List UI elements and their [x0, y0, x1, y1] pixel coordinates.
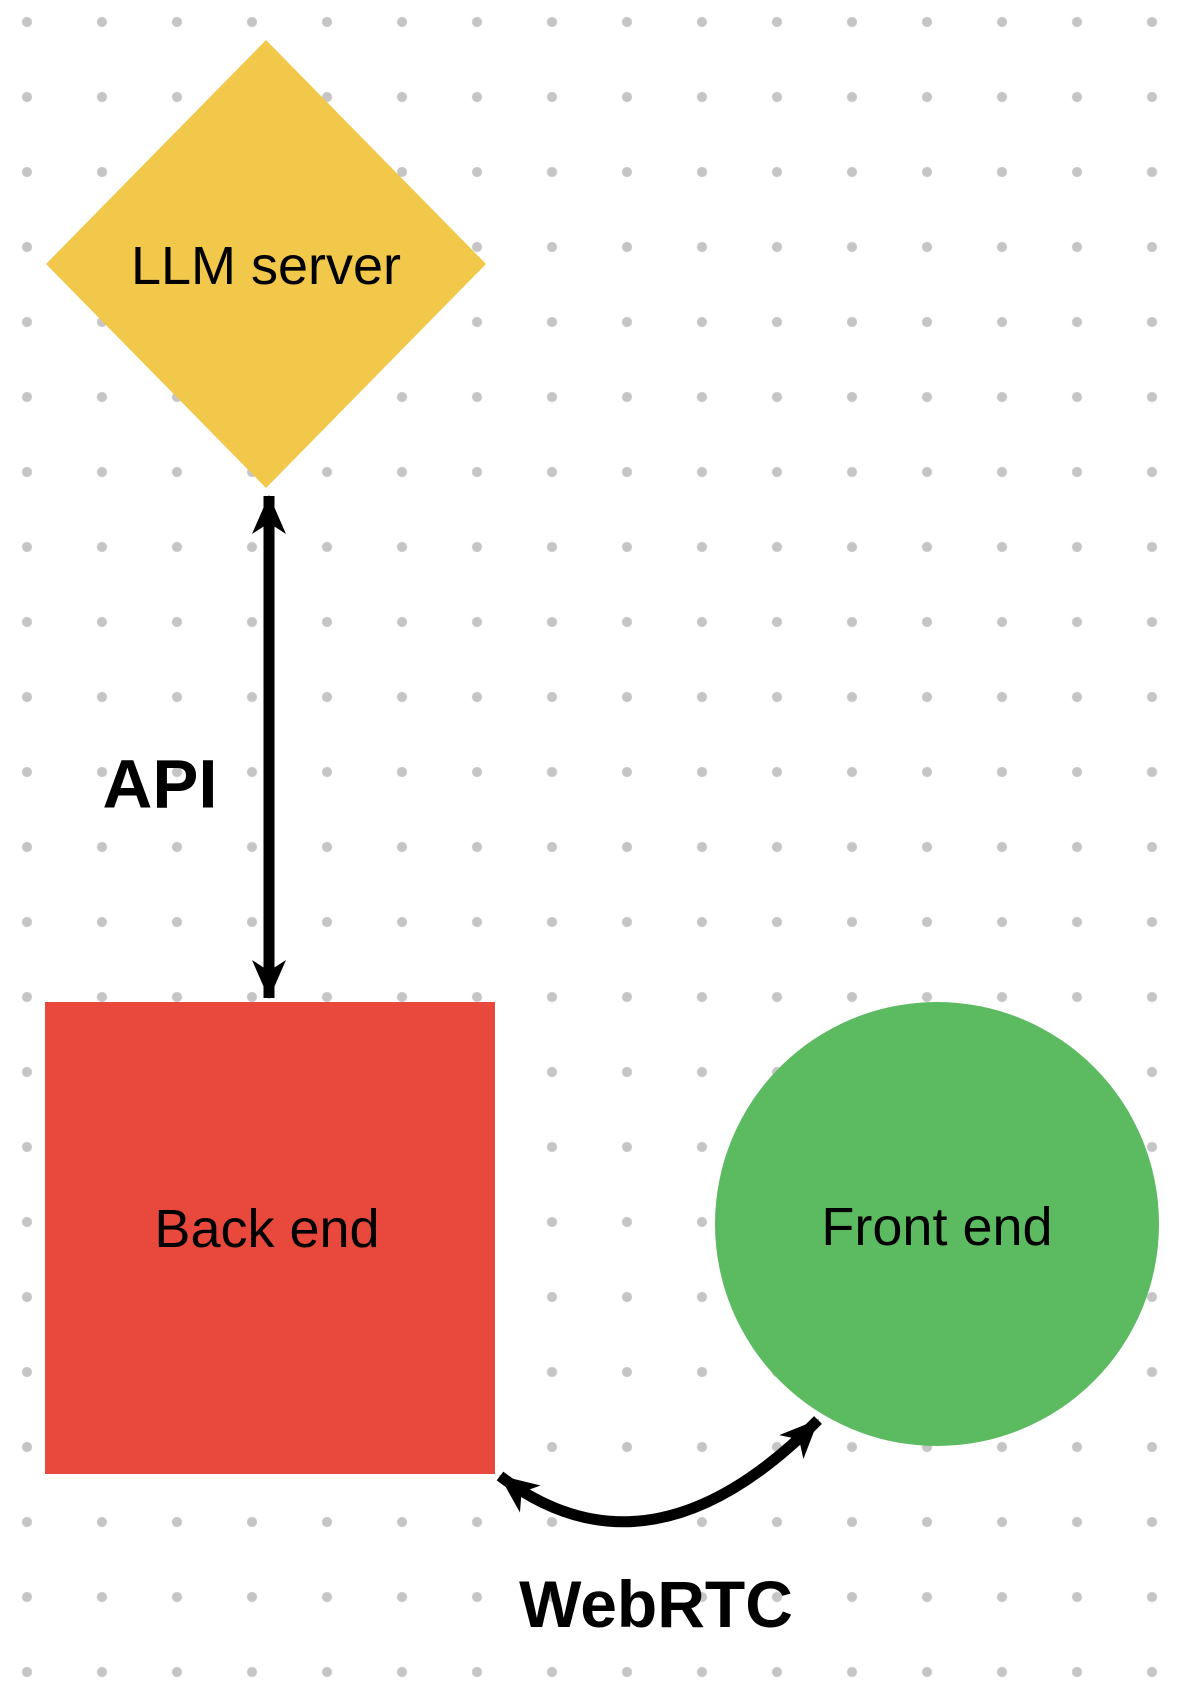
node-llm-server-diamond[interactable]: [46, 40, 486, 488]
node-back-end-label: Back end: [154, 1199, 379, 1259]
node-front-end-circle[interactable]: [715, 1002, 1159, 1446]
node-front-end-label: Front end: [821, 1197, 1052, 1257]
edge-webrtc-label: WebRTC: [519, 1567, 793, 1641]
node-back-end-square[interactable]: [45, 1002, 495, 1474]
edge-api-label: API: [102, 746, 217, 823]
edge-webrtc-arrow[interactable]: [496, 1416, 822, 1528]
node-llm-server-label: LLM server: [131, 236, 401, 296]
